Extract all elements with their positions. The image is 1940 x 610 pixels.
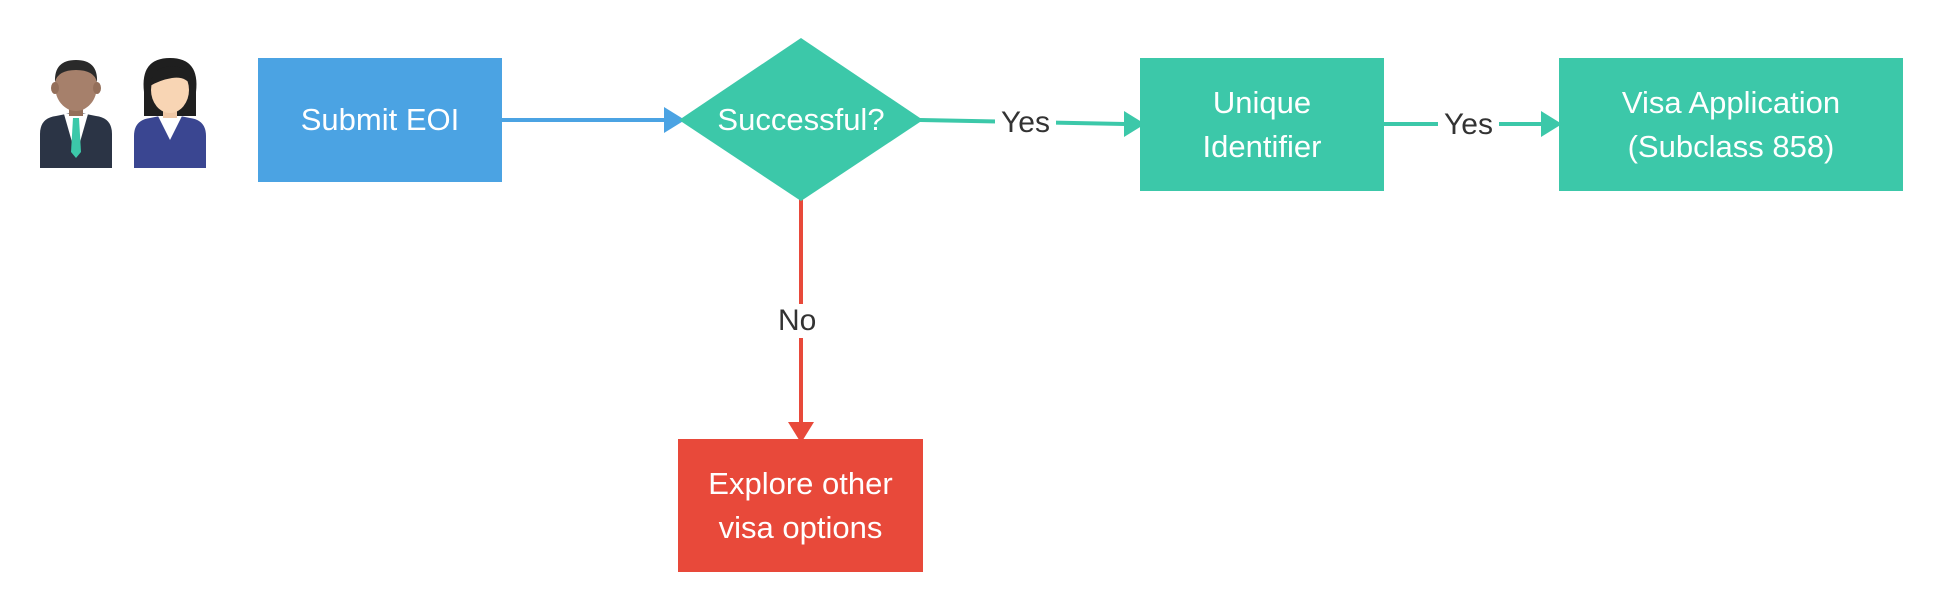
businessman-icon [40, 60, 112, 168]
arrowhead-unique-visa [1541, 111, 1562, 137]
visa-application-line1: Visa Application [1621, 84, 1841, 120]
explore-options-line2: visa options [718, 509, 883, 545]
submit-eoi-label: Submit EOI [300, 102, 460, 137]
arrowhead-decision-explore [788, 422, 814, 443]
edge-label-no: No [772, 304, 823, 338]
unique-identifier-node[interactable]: Unique Identifier [1140, 58, 1384, 191]
decision-label: Successful? [717, 102, 885, 137]
decision-diamond [679, 38, 923, 201]
arrowhead-submit-decision [664, 107, 685, 133]
arrowhead-decision-unique [1124, 111, 1145, 137]
unique-identifier-line1: Unique [1212, 84, 1312, 120]
businesswoman-icon [134, 58, 206, 168]
users-icon-group [40, 58, 206, 168]
explore-options-node[interactable]: Explore other visa options [678, 439, 923, 572]
explore-options-line1: Explore other [708, 465, 893, 501]
visa-application-line2: (Subclass 858) [1627, 128, 1835, 164]
edge-label-yes-2: Yes [1438, 108, 1499, 142]
submit-eoi-node[interactable]: Submit EOI [258, 58, 502, 182]
edge-label-yes-1: Yes [995, 106, 1056, 140]
unique-identifier-line2: Identifier [1202, 128, 1322, 164]
visa-application-node[interactable]: Visa Application (Subclass 858) [1559, 58, 1903, 191]
